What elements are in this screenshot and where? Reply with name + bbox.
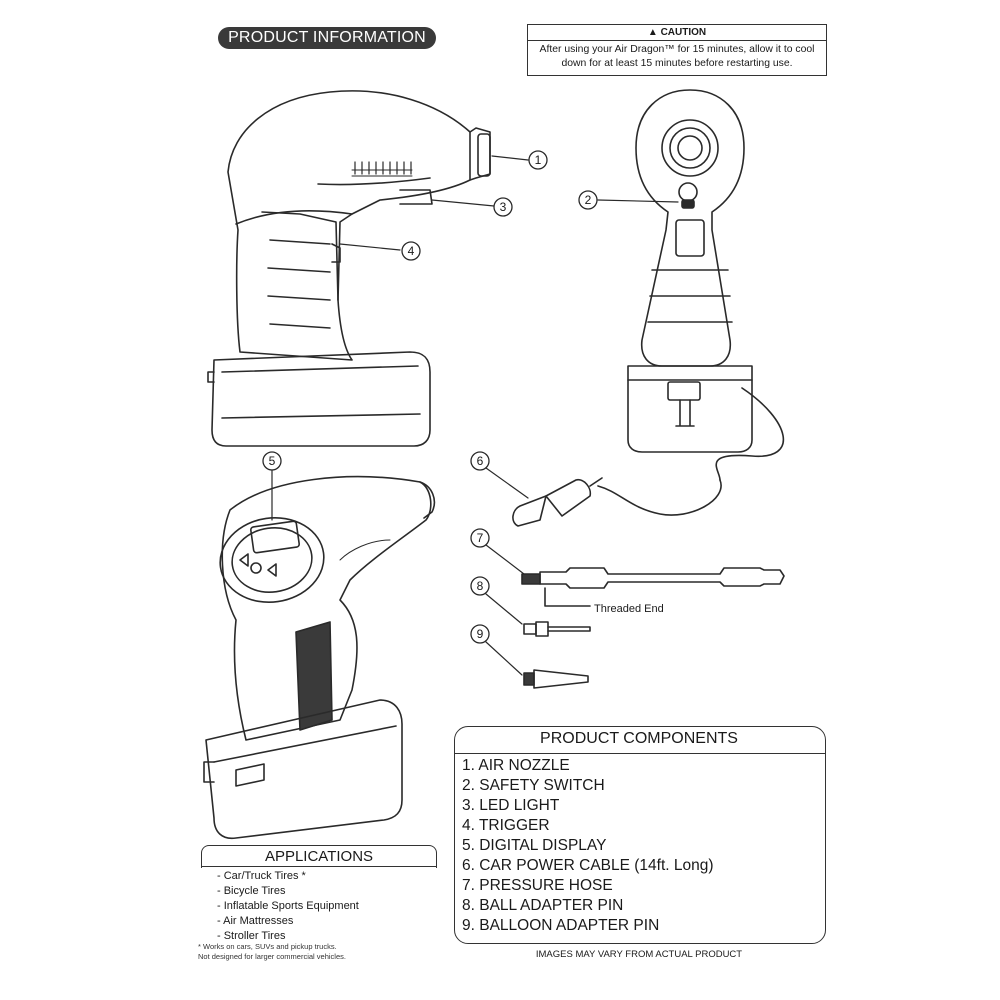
applications-divider (201, 866, 437, 868)
pressure-hose-drawing (521, 567, 785, 607)
callout-label-9: 9 (477, 627, 484, 641)
callout-circle-2 (578, 190, 598, 210)
callout-label-4: 4 (408, 244, 415, 258)
list-item: 3. LED LIGHT (462, 797, 560, 814)
disclaimer-text: IMAGES MAY VARY FROM ACTUAL PRODUCT (535, 949, 743, 960)
front-view-drawing (627, 89, 785, 481)
list-item: 6. CAR POWER CABLE (14ft. Long) (462, 857, 714, 874)
callout-circle-8 (470, 576, 490, 596)
callout-circle-5 (262, 451, 282, 471)
caution-text: After using your Air Dragon™ for 15 minu… (539, 44, 815, 69)
ball-adapter-pin-drawing (523, 621, 591, 637)
list-item: - Inflatable Sports Equipment (217, 900, 359, 912)
callout-circles (262, 150, 598, 644)
components-divider (454, 753, 826, 755)
callout-circle-9 (470, 624, 490, 644)
balloon-adapter-pin-drawing (523, 669, 589, 689)
callout-label-7: 7 (477, 531, 484, 545)
list-item: 7. PRESSURE HOSE (462, 877, 613, 894)
applications-heading: APPLICATIONS (201, 845, 437, 868)
list-item: - Car/Truck Tires * (217, 870, 306, 882)
list-item: 1. AIR NOZZLE (462, 757, 570, 774)
callout-label-1: 1 (535, 153, 542, 167)
car-power-cable-drawing (512, 477, 722, 527)
callout-label-2: 2 (585, 193, 592, 207)
threaded-end-label: Threaded End (594, 603, 664, 615)
caution-heading: ▲ CAUTION (528, 25, 826, 41)
list-item: 9. BALLOON ADAPTER PIN (462, 917, 660, 934)
angle-view-drawing (203, 475, 436, 840)
page-title: PRODUCT INFORMATION (218, 27, 436, 49)
callout-circle-6 (470, 451, 490, 471)
side-view-drawing (207, 90, 491, 447)
callout-label-6: 6 (477, 454, 484, 468)
applications-footnote-2: Not designed for larger commercial vehic… (198, 952, 346, 961)
list-item: 2. SAFETY SWITCH (462, 777, 605, 794)
callout-circle-1 (528, 150, 548, 170)
warning-icon: ▲ (647, 27, 658, 38)
list-item: - Air Mattresses (217, 915, 294, 927)
components-box (454, 726, 826, 944)
callout-circle-7 (470, 528, 490, 548)
callout-circle-3 (493, 197, 513, 217)
callout-circle-4 (401, 241, 421, 261)
applications-list: - Car/Truck Tires * - Bicycle Tires - In… (217, 869, 359, 944)
callout-label-8: 8 (477, 579, 484, 593)
list-item: 4. TRIGGER (462, 817, 550, 834)
caution-box: ▲ CAUTION After using your Air Dragon™ f… (527, 24, 827, 76)
callout-leaders (271, 155, 679, 676)
list-item: 8. BALL ADAPTER PIN (462, 897, 624, 914)
components-list: 1. AIR NOZZLE 2. SAFETY SWITCH 3. LED LI… (462, 756, 714, 936)
components-heading: PRODUCT COMPONENTS (540, 730, 738, 747)
list-item: - Stroller Tires (217, 930, 286, 942)
list-item: - Bicycle Tires (217, 885, 286, 897)
callout-label-5: 5 (269, 454, 276, 468)
callout-label-3: 3 (500, 200, 507, 214)
applications-footnote-1: * Works on cars, SUVs and pickup trucks. (198, 942, 337, 951)
list-item: 5. DIGITAL DISPLAY (462, 837, 607, 854)
caution-heading-text: CAUTION (660, 27, 707, 38)
